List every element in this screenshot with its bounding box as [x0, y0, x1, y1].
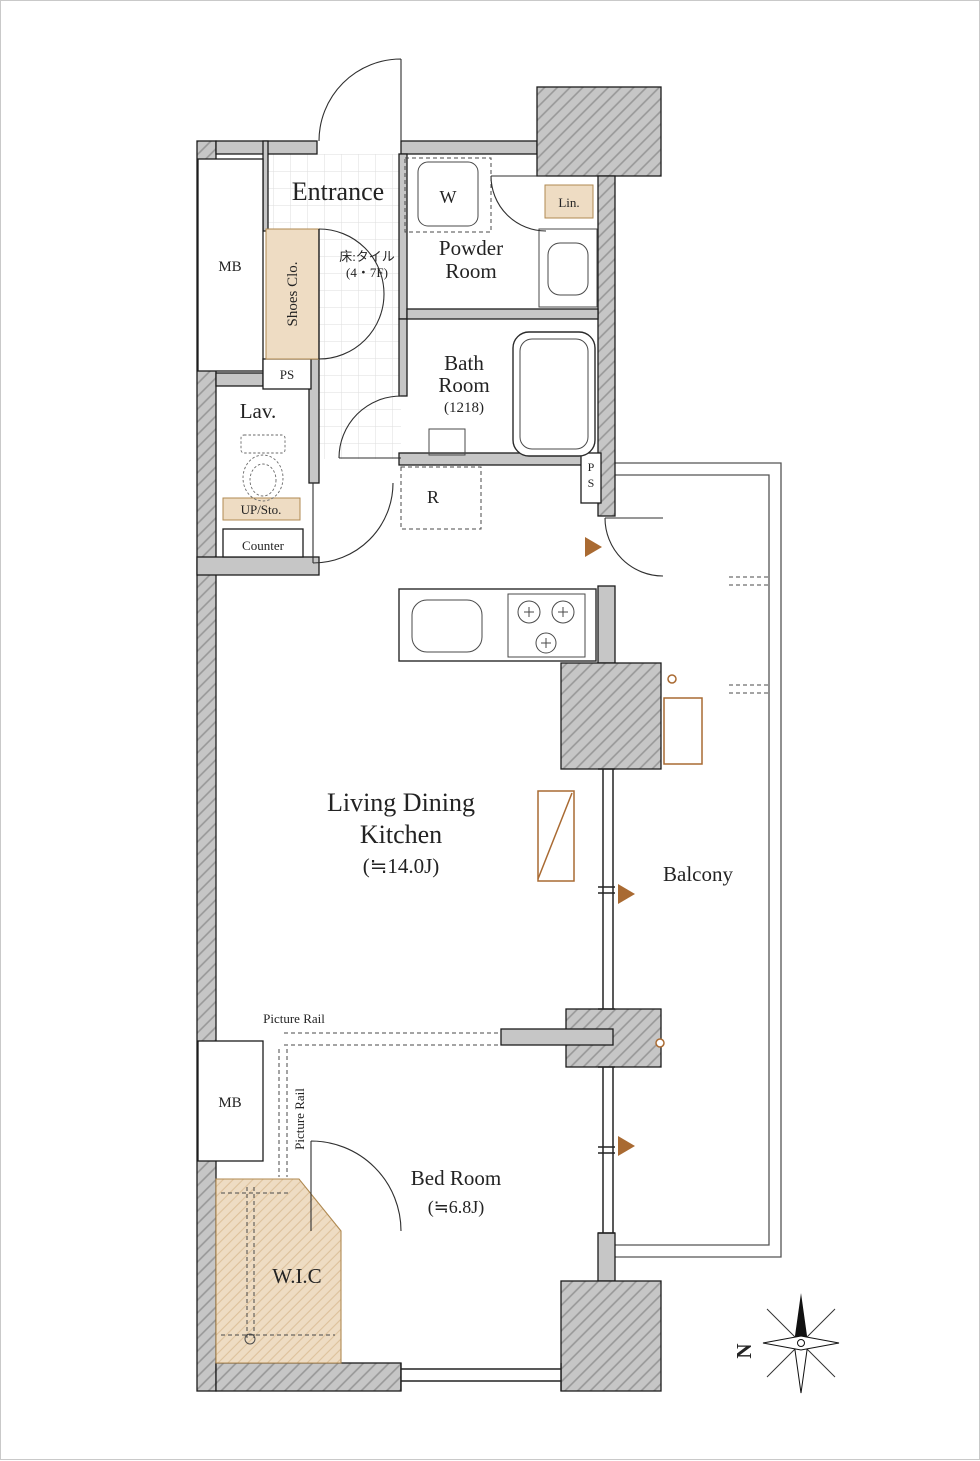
- picture-rail-top-label: Picture Rail: [263, 1011, 325, 1026]
- bedroom-label: Bed Room: [411, 1166, 501, 1190]
- walls: [196, 86, 662, 1392]
- lav-label: Lav.: [240, 399, 277, 423]
- wic-label: W.I.C: [272, 1264, 321, 1288]
- linen-closet: [544, 184, 594, 219]
- kitchen-counter: [398, 588, 597, 662]
- powder-room-door: [490, 175, 547, 232]
- hall-door: [312, 482, 394, 564]
- wall-bottom-right-column: [560, 1280, 662, 1392]
- compass-north-label: N: [732, 1343, 756, 1358]
- bath-door: [338, 395, 402, 459]
- washer-icon: [404, 157, 492, 233]
- entry-arrow-top: [585, 537, 602, 557]
- ldk-size-label: (≒14.0J): [363, 854, 440, 878]
- wall-under-counter: [196, 556, 320, 576]
- bath-label-1: Bath: [444, 351, 484, 375]
- floor-note-line1: 床:タイル: [339, 249, 395, 264]
- balcony-label: Balcony: [663, 862, 733, 886]
- ldk-window: [598, 768, 615, 1010]
- shoes-closet-doors: [318, 228, 385, 360]
- pipe-space-top: [262, 358, 312, 390]
- entrance-label: Entrance: [292, 177, 384, 206]
- pipe-space-right: [580, 452, 602, 504]
- doors: [310, 58, 664, 1232]
- mb-top-label: MB: [218, 259, 241, 275]
- balcony-railing: [615, 462, 782, 1258]
- wall-entrance-divider: [262, 140, 269, 232]
- ldk-label-2: Kitchen: [360, 820, 442, 849]
- meter-box-top: [197, 158, 264, 372]
- sink-icon: [411, 599, 483, 653]
- wall-right-lower: [597, 1232, 616, 1282]
- wall-ldk-bedroom: [500, 1028, 614, 1046]
- bath-size-label: (1218): [444, 400, 484, 416]
- stove-icon: [507, 593, 586, 658]
- labels: Entrance MB Shoes Clo. 床:タイル (4・7F) W Po…: [218, 177, 756, 1359]
- wall-powder-bath: [406, 308, 599, 320]
- wall-right-mid: [597, 585, 616, 664]
- counter-label: Counter: [242, 538, 285, 553]
- bedroom-size-label: (≒6.8J): [428, 1197, 485, 1218]
- wall-bath-left: [398, 318, 408, 397]
- wic-door: [310, 1140, 402, 1232]
- refrigerator-label: R: [427, 487, 439, 507]
- entry-arrow-mid: [618, 884, 635, 904]
- picture-rail-side-label: Picture Rail: [292, 1088, 307, 1150]
- entrance-door: [318, 58, 402, 142]
- service-boxes: [197, 158, 602, 1162]
- entry-arrow-bottom: [618, 1136, 635, 1156]
- ps-top-label: PS: [280, 367, 294, 382]
- ldk-label-1: Living Dining: [327, 788, 475, 817]
- mb-bottom-label: MB: [218, 1095, 241, 1111]
- up-storage-box: [222, 497, 301, 521]
- wall-top-mid: [400, 140, 538, 155]
- wall-hall-powder: [398, 153, 408, 320]
- up-storage-label: UP/Sto.: [241, 502, 282, 517]
- wic-hanger-lines: [221, 1187, 335, 1345]
- toilet-icon: [240, 434, 286, 502]
- washer-label: W: [440, 187, 457, 207]
- balcony-door: [604, 517, 664, 577]
- shoes-closet: [265, 228, 320, 360]
- bottom-window: [400, 1363, 562, 1391]
- linen-label: Lin.: [558, 195, 579, 210]
- bathtub-icon: [428, 331, 596, 457]
- meter-box-bottom: [197, 1040, 264, 1162]
- compass-icon: [762, 1293, 840, 1394]
- wall-mid-right-column: [560, 662, 662, 770]
- windows: [400, 768, 615, 1391]
- wall-lav-top: [215, 372, 264, 387]
- ps-right-label-s: S: [588, 476, 595, 490]
- ldk-shelf-icon: [537, 790, 575, 882]
- bath-label-2: Room: [438, 373, 489, 397]
- counter-box: [222, 528, 304, 558]
- ps-right-label-p: P: [588, 460, 595, 474]
- bedroom-window: [598, 1066, 615, 1234]
- powder-room-label-2: Room: [445, 259, 496, 283]
- floor-note-line2: (4・7F): [346, 265, 388, 280]
- hose-bib-icon-2: [655, 1038, 665, 1048]
- picture-rail-lines: [278, 1032, 501, 1177]
- refrigerator-space: [400, 466, 482, 530]
- hose-bib-icon: [667, 674, 677, 684]
- powder-room-label-1: Powder: [439, 236, 503, 260]
- shoes-closet-label: Shoes Clo.: [285, 261, 301, 326]
- wall-bottom: [215, 1362, 402, 1392]
- wall-right-upper: [597, 175, 616, 517]
- balcony-unit-icon: [663, 697, 703, 765]
- vanity-icon: [538, 228, 598, 308]
- wall-top-right-column: [536, 86, 662, 177]
